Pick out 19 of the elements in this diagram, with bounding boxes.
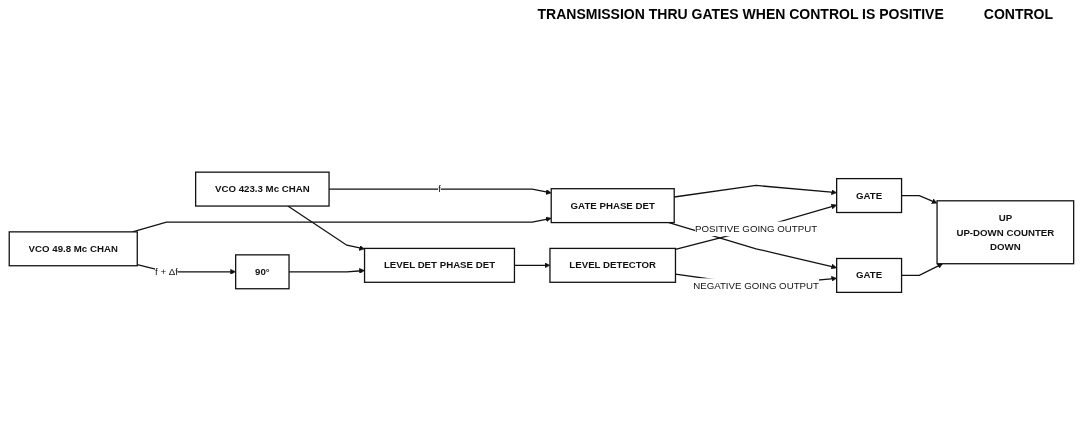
note-text: TRANSMISSION THRU GATES WHEN CONTROL IS POSITIVE <box>537 6 944 22</box>
note-text: CONTROL <box>983 6 1053 22</box>
arrow <box>136 263 236 275</box>
edge-label: NEGATIVE GOING OUTPUT <box>693 279 819 291</box>
arrow <box>287 204 365 251</box>
node-box: VCO 49.8 Mc CHAN <box>8 230 138 266</box>
arrow <box>674 203 837 250</box>
node-box: LEVEL DETECTOR <box>549 247 677 283</box>
node-box: GATE <box>836 257 903 293</box>
node-box: VCO 423.3 Mc CHAN <box>195 171 330 207</box>
edge-label: POSITIVE GOING OUTPUT <box>695 222 818 234</box>
node-box: GATE <box>836 177 903 213</box>
edge-label: f <box>438 182 441 194</box>
node-box: 90° <box>235 253 290 289</box>
node-box: GATE PHASE DET <box>550 187 675 223</box>
node-box: LEVEL DET PHASE DET <box>363 247 516 283</box>
node-box: UP UP-DOWN COUNTER DOWN <box>936 199 1075 264</box>
edge-label: f + Δf <box>155 265 178 277</box>
arrow <box>668 221 837 269</box>
